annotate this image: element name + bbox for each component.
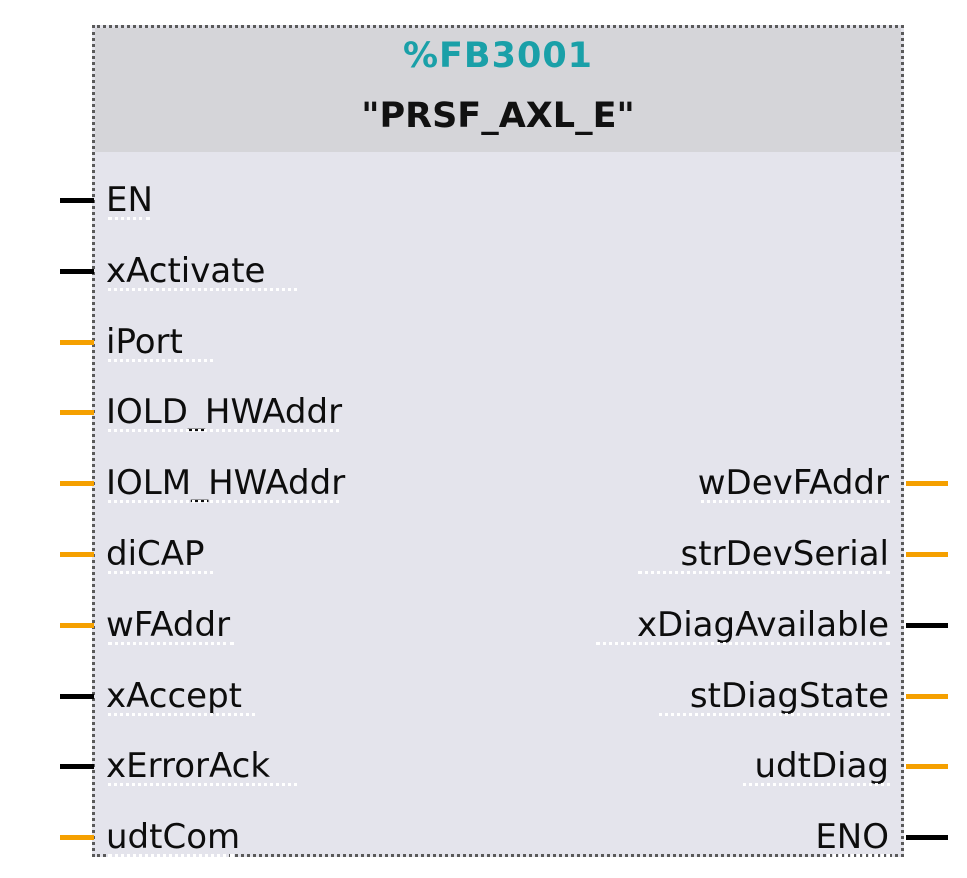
pin-underline	[743, 780, 890, 787]
input-wire[interactable]	[60, 693, 94, 699]
input-pin-en[interactable]: EN	[106, 180, 153, 220]
output-wire[interactable]	[906, 835, 948, 841]
input-pin-iold_hwaddr[interactable]: IOLD_HWAddr	[106, 392, 343, 433]
pin-underline	[638, 568, 890, 574]
pin-underline	[108, 851, 234, 858]
input-pin-xaccept[interactable]: xAccept	[106, 675, 242, 716]
block-header: %FB3001 "PRSF_AXL_E"	[95, 28, 901, 152]
output-wire[interactable]	[906, 693, 948, 699]
input-wire[interactable]	[60, 410, 94, 416]
input-pin-iport[interactable]: iPort	[106, 321, 183, 362]
pin-underline	[108, 214, 150, 220]
output-pin-xdiagavailable[interactable]: xDiagAvailable	[636, 604, 889, 645]
output-pin-udtdiag[interactable]: udtDiag	[754, 746, 889, 787]
input-wire[interactable]	[60, 835, 94, 841]
block-name: "PRSF_AXL_E"	[361, 96, 635, 136]
input-pin-udtcom[interactable]: udtCom	[106, 817, 241, 858]
input-pin-dicap[interactable]: diCAP	[106, 534, 205, 574]
pin-underline	[108, 497, 339, 504]
pin-underline	[108, 568, 213, 574]
output-pin-stdiagstate[interactable]: stDiagState	[689, 675, 889, 716]
input-wire[interactable]	[60, 481, 94, 487]
output-pin-wdevfaddr[interactable]: wDevFAddr	[697, 463, 889, 504]
pin-underline	[701, 497, 890, 504]
pin-underline	[659, 710, 890, 716]
input-wire[interactable]	[60, 764, 94, 770]
output-wire[interactable]	[906, 481, 948, 487]
input-wire[interactable]	[60, 198, 94, 203]
block-number: %FB3001	[402, 36, 594, 76]
function-block[interactable]: %FB3001 "PRSF_AXL_E"	[92, 25, 904, 857]
pin-underline	[108, 639, 234, 645]
output-pin-eno[interactable]: ENO	[815, 817, 889, 858]
output-wire[interactable]	[906, 622, 948, 628]
input-wire[interactable]	[60, 339, 94, 345]
pin-underline	[108, 780, 297, 787]
input-wire[interactable]	[60, 622, 94, 628]
input-wire[interactable]	[60, 268, 94, 274]
input-pin-iolm_hwaddr[interactable]: IOLM_HWAddr	[106, 463, 346, 504]
pin-underline	[108, 710, 255, 716]
output-pin-strdevserial[interactable]: strDevSerial	[680, 534, 889, 574]
pin-underline	[596, 639, 890, 645]
pin-underline	[108, 356, 213, 362]
input-pin-wfaddr[interactable]: wFAddr	[106, 604, 231, 645]
output-wire[interactable]	[906, 764, 948, 770]
output-wire[interactable]	[906, 552, 948, 557]
pin-underline	[827, 851, 890, 858]
input-pin-xactivate[interactable]: xActivate	[106, 250, 266, 291]
pin-underline	[108, 285, 297, 291]
input-pin-xerrorack[interactable]: xErrorAck	[106, 746, 271, 787]
pin-underline	[108, 426, 339, 433]
input-wire[interactable]	[60, 552, 94, 557]
